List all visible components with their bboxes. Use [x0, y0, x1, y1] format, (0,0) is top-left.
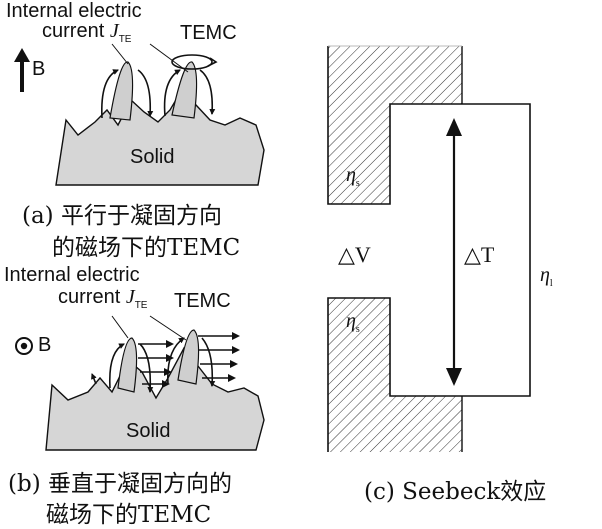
panel-b-diagram [15, 315, 265, 451]
panel-a-solid-label: Solid [130, 146, 175, 168]
panel-a-caption-line1: (a) 平行于凝固方向 [22, 203, 222, 229]
panel-c-solid-top [328, 46, 462, 104]
panel-c-delta-t-label: △T [464, 242, 495, 267]
panel-b-field-label: B [38, 334, 52, 356]
panel-c-eta-symbol-liquid: η [540, 264, 550, 286]
panel-a-temc-label: TEMC [180, 22, 237, 44]
panel-a-solid-body [55, 86, 265, 186]
panel-a-field-label: B [32, 58, 46, 80]
panel-a-dendrite-left [109, 61, 134, 121]
panel-b-caption-line2: 磁场下的TEMC [46, 502, 212, 528]
panel-c-diagram [327, 45, 531, 452]
panel-c-eta-l-sub: l [549, 278, 553, 289]
panel-b-current-word: current [58, 286, 126, 308]
panel-b-caption-line1: (b) 垂直于凝固方向的 [8, 471, 232, 497]
panel-c-eta-s-bottom: ηs [346, 310, 360, 335]
panel-b-solid-label: Solid [126, 420, 171, 442]
panel-a-dendrite-right [171, 61, 198, 119]
panel-b-temc-label: TEMC [174, 290, 231, 312]
panel-c-caption: (c) Seebeck效应 [364, 479, 547, 505]
panel-c-eta-symbol-top: η [346, 164, 356, 186]
panel-c-eta-l: ηl [540, 264, 553, 289]
panel-a-current-word: current [42, 20, 110, 42]
panel-a-label-current: current JTE [42, 20, 131, 45]
panel-a-current-sub: TE [118, 34, 132, 45]
panel-b-current-symbol: J [125, 286, 135, 308]
panel-b-label-internal-electric: Internal electric [4, 264, 140, 286]
panel-a-current-symbol: J [109, 20, 119, 42]
panel-c-eta-symbol-bottom: η [346, 310, 356, 332]
panel-a-caption-line2: 的磁场下的TEMC [52, 235, 241, 261]
panel-b-b-field-symbol [15, 337, 33, 355]
panel-b-label-current: current JTE [58, 286, 147, 311]
panel-a-label-internal-electric: Internal electric [6, 0, 142, 22]
panel-c-delta-v-label: △V [338, 242, 371, 267]
panel-c-eta-s-top: ηs [346, 164, 360, 189]
panel-b-current-sub: TE [134, 300, 148, 311]
panel-a-diagram [14, 43, 265, 186]
panel-c-solid-bottom [328, 298, 390, 396]
panel-c-eta-s-sub-top: s [355, 178, 360, 189]
panel-c-eta-s-sub-bottom: s [355, 324, 360, 335]
